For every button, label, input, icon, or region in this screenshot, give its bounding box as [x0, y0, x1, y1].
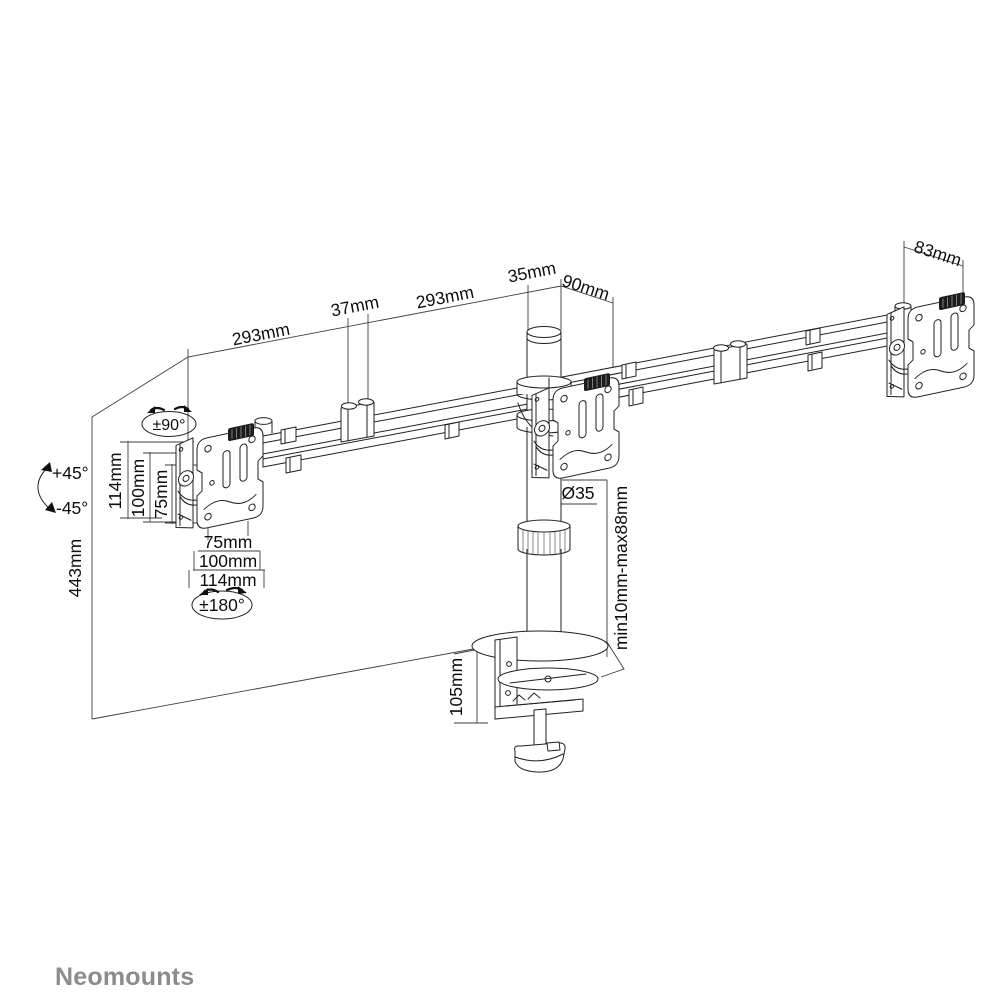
desk-clamp — [471, 630, 609, 773]
swivel-arrow-right-icon — [184, 405, 192, 412]
brand-logo: Neomounts — [55, 963, 194, 991]
cable-clip — [280, 421, 460, 474]
dim-connector-label: 37mm — [329, 292, 381, 321]
dim-center-depth-label: 90mm — [560, 270, 612, 304]
dim-arm-left-label: 293mm — [230, 319, 291, 350]
dim-vesa-h-114-label: 114mm — [199, 570, 256, 590]
clamp-knob — [514, 741, 566, 773]
swivel-label: ±90° — [153, 417, 186, 434]
arm-connector — [340, 398, 375, 443]
tilt-annotation: +45° -45° — [37, 462, 89, 518]
rotation-annotation: ±180° — [191, 586, 253, 620]
tilt-arrow-down-icon — [45, 502, 56, 513]
height-adjustment-collar — [517, 519, 571, 556]
cable-clip — [621, 327, 823, 407]
dim-pole-top-label: 35mm — [506, 258, 558, 287]
vesa-plate-left — [175, 420, 264, 535]
tilt-up-label: +45° — [52, 463, 89, 483]
left-arm — [262, 384, 534, 474]
dim-clamp-range-label: min10mm-max88mm — [611, 486, 631, 650]
tilt-arrow-up-icon — [41, 462, 52, 472]
dim-vesa-v-114-label: 114mm — [105, 452, 125, 509]
dim-vesa-v-100-label: 100mm — [128, 459, 148, 517]
arm-connector — [713, 340, 748, 385]
dim-vesa-v-75-label: 75mm — [151, 470, 171, 519]
rotate-arrow-left-icon — [199, 588, 208, 595]
dim-pole-diameter-label: Ø35 — [561, 483, 594, 503]
dim-vesa-h-75-label: 75mm — [204, 532, 253, 552]
dim-right-depth-label: 83mm — [912, 236, 964, 270]
rotate-label: ±180° — [199, 595, 245, 615]
tilt-down-label: -45° — [56, 498, 88, 518]
rotate-arrow-right-icon — [238, 586, 247, 594]
dim-column-height-label: 443mm — [65, 539, 85, 597]
dim-vesa-h-100-label: 100mm — [199, 551, 257, 571]
swivel-annotation: ±90° — [141, 405, 197, 437]
swivel-arrow-left-icon — [147, 406, 155, 413]
dim-clamp-height-label: 105mm — [446, 658, 466, 716]
dimension-lines — [91, 241, 964, 724]
